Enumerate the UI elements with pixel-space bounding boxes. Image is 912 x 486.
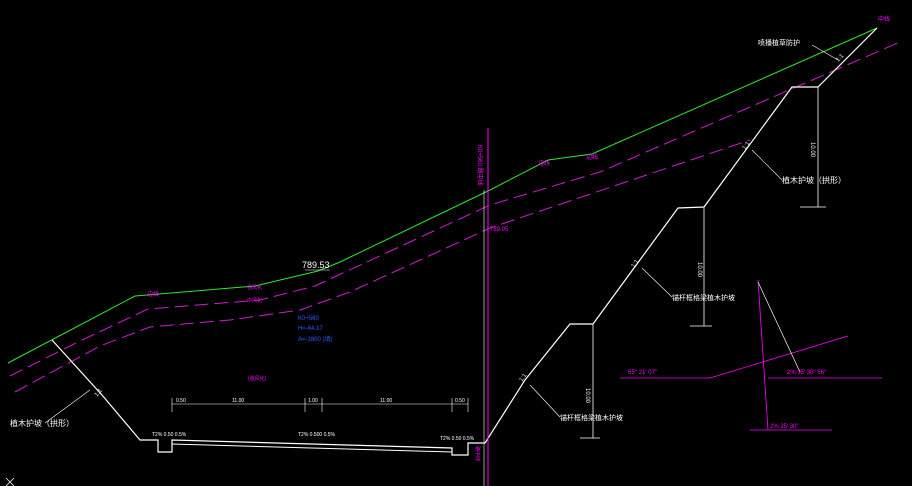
angle-vert [757,279,769,431]
mag-small-3: (强风化) [248,375,267,382]
left-protect-label: 植木护坡（拱形） [10,418,74,428]
section-outline [51,27,878,456]
mag-label-2: 边线 [538,159,550,167]
mag-small-2: 中风化 [247,297,262,304]
leader-right-up [751,149,783,181]
slope-ratio-left: 1:1 [94,388,104,399]
ground-line [7,27,878,364]
road-right-label: T2% 0.50 0.5% [440,436,475,442]
dimension-4: 11.00 [380,398,392,404]
right-protect-upper-label: 植木护坡（拱形） [782,175,846,185]
mag-right-value: 789.05 [490,227,509,233]
station-vertical-label: K0+560 路中线 [476,145,484,186]
angle-label-1: 55° 21' 07" [628,370,657,376]
angle-label-2: 2% 35' 30" 56° [787,370,827,376]
bench-height-3: 10.00 [809,142,815,158]
leader-right-mid [641,267,673,298]
slope-ratio-low: 1:1 [519,372,529,383]
centerline-value: 路中线 [474,446,481,461]
dimension-1: 0.50 [176,398,186,404]
road-center-label: T2% 0.500 0.5% [298,432,336,438]
right-protect-low-label: 锚杆框格梁植木护坡 [560,413,623,422]
slope-ratio-mid: 1:1 [631,258,641,269]
dimension-2: 11.00 [232,398,244,404]
mag-small-1: 强风化 [247,284,262,291]
leader-right-low [529,384,561,418]
angle-white-diag [757,281,801,373]
blue-height: H=-64.17 [298,326,324,332]
blue-area: A=-1800 (填) [298,335,333,343]
blue-station: K0+560 [298,316,320,322]
elevation-top-label: 789.53 [302,260,330,270]
leader-top [811,44,839,61]
angle-diag [709,335,849,379]
slope-ratio-up: 1:1 [742,140,752,151]
road-left-label: T2% 0.50 0.5% [152,432,187,438]
dimension-3: 1.00 [308,398,318,404]
weathering-line-lower [14,139,751,393]
weathering-line-upper [9,41,901,377]
mag-label-4: 中线 [878,15,890,23]
bench-height-1: 10.00 [584,388,590,404]
angle-label-3: 2% 35' 30" [770,424,799,430]
leader-left [44,389,91,424]
bench-height-2: 10.00 [696,262,702,278]
slope-ratio-top: 1:1 [835,53,846,64]
cursor-mark-b [5,477,15,486]
road-surface [171,443,453,453]
right-protect-mid-label: 锚杆框格梁植木护坡 [672,293,735,302]
mag-label-1: 边线 [147,290,159,298]
mag-label-3: 边线 [586,153,598,161]
top-protect-label: 喷播植草防护 [758,38,800,47]
dimension-5: 0.50 [455,398,465,404]
